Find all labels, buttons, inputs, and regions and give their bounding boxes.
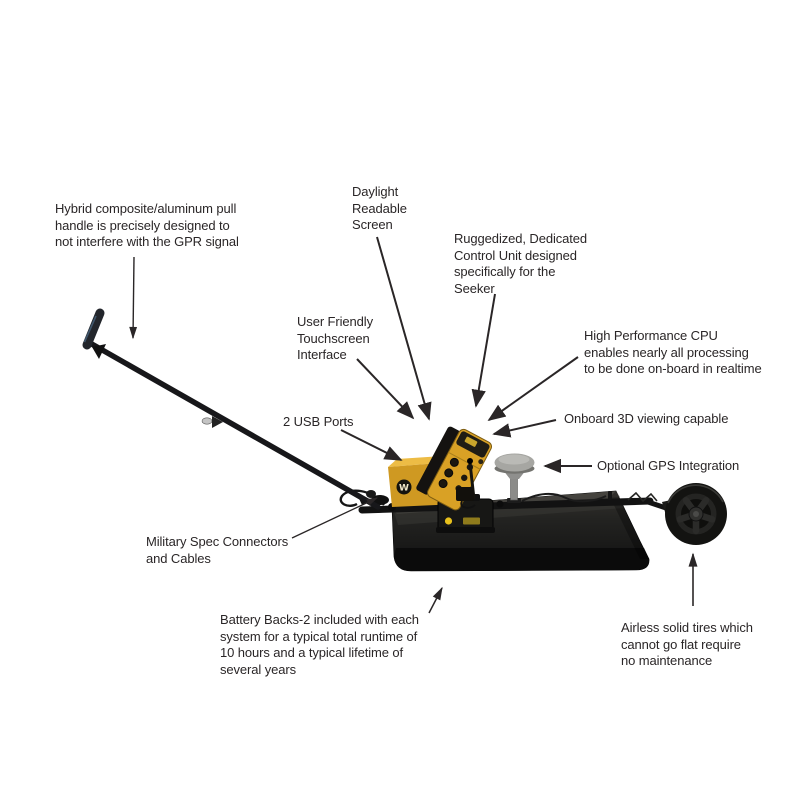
deck-cable [521,492,607,503]
cable-bundle [366,490,376,498]
control-unit [416,426,493,511]
arrow-cpu [487,356,579,422]
bar-clamp [496,500,504,508]
junction-box [456,487,474,501]
connector-icon [438,479,448,489]
label-connectors: Military Spec Connectors and Cables [146,534,289,566]
gps-dome-highlight [498,454,530,465]
label-daylight-screen: Daylight Readable Screen [352,184,407,232]
label-gps: Optional GPS Integration [597,458,740,473]
label-control-unit: Ruggedized, Dedicated Control Unit desig… [454,231,588,296]
connector-icon [449,457,459,467]
arrow-battery [428,586,443,614]
sled-skid-lip [394,548,650,571]
bar-pin [608,491,612,500]
control-unit-support [456,458,476,509]
label-touchscreen: User Friendly Touchscreen Interface [297,314,373,362]
battery-label [463,517,480,525]
label-3d-viewing: Onboard 3D viewing capable [564,411,729,426]
callout-arrows [129,236,698,614]
bar [358,497,654,514]
daylight-screen [416,426,461,495]
gps-stem [510,476,518,501]
arrow-control-unit [471,293,496,408]
label-cpu: High Performance CPU enables nearly all … [584,328,762,376]
support-knob [467,458,473,464]
label-pull-handle: Hybrid composite/aluminum pull handle is… [55,201,239,249]
pull-handle [82,308,381,510]
arrow-connectors [291,497,379,539]
hub-cap [693,511,699,517]
battery-logo-dot [444,517,453,525]
handle-joint-fin [92,344,106,359]
arrow-pull-handle [129,256,138,340]
arrow-usb [340,429,403,461]
sled-right-shade [610,491,649,559]
arrow-3d-viewing [492,419,557,438]
rod-fin [212,416,223,428]
rod-clamp [201,417,213,425]
wheel-assembly [627,483,727,545]
label-battery: Battery Backs-2 included with each syste… [220,612,419,677]
grip-sheen [83,315,97,343]
handle-grip [82,308,105,350]
connector-icon [444,468,454,478]
control-unit-cap-logo [464,436,478,447]
panel-seam [448,451,481,470]
arrow-touchscreen [356,358,415,420]
brand-badge-icon [396,479,412,495]
gps-antenna [494,453,535,503]
connector-icon [461,474,468,481]
wheel-spring [627,491,658,503]
battery-base [436,527,495,533]
label-usb: 2 USB Ports [283,414,354,429]
handle-rod [87,340,381,510]
arrow-daylight-screen [376,236,432,421]
side-bolt [478,459,484,465]
wheel-arm [647,499,667,511]
junction-cable [460,500,476,509]
label-tires: Airless solid tires which cannot go flat… [621,620,753,668]
tire-highlight [667,484,724,504]
brand-letter: W [399,484,409,494]
